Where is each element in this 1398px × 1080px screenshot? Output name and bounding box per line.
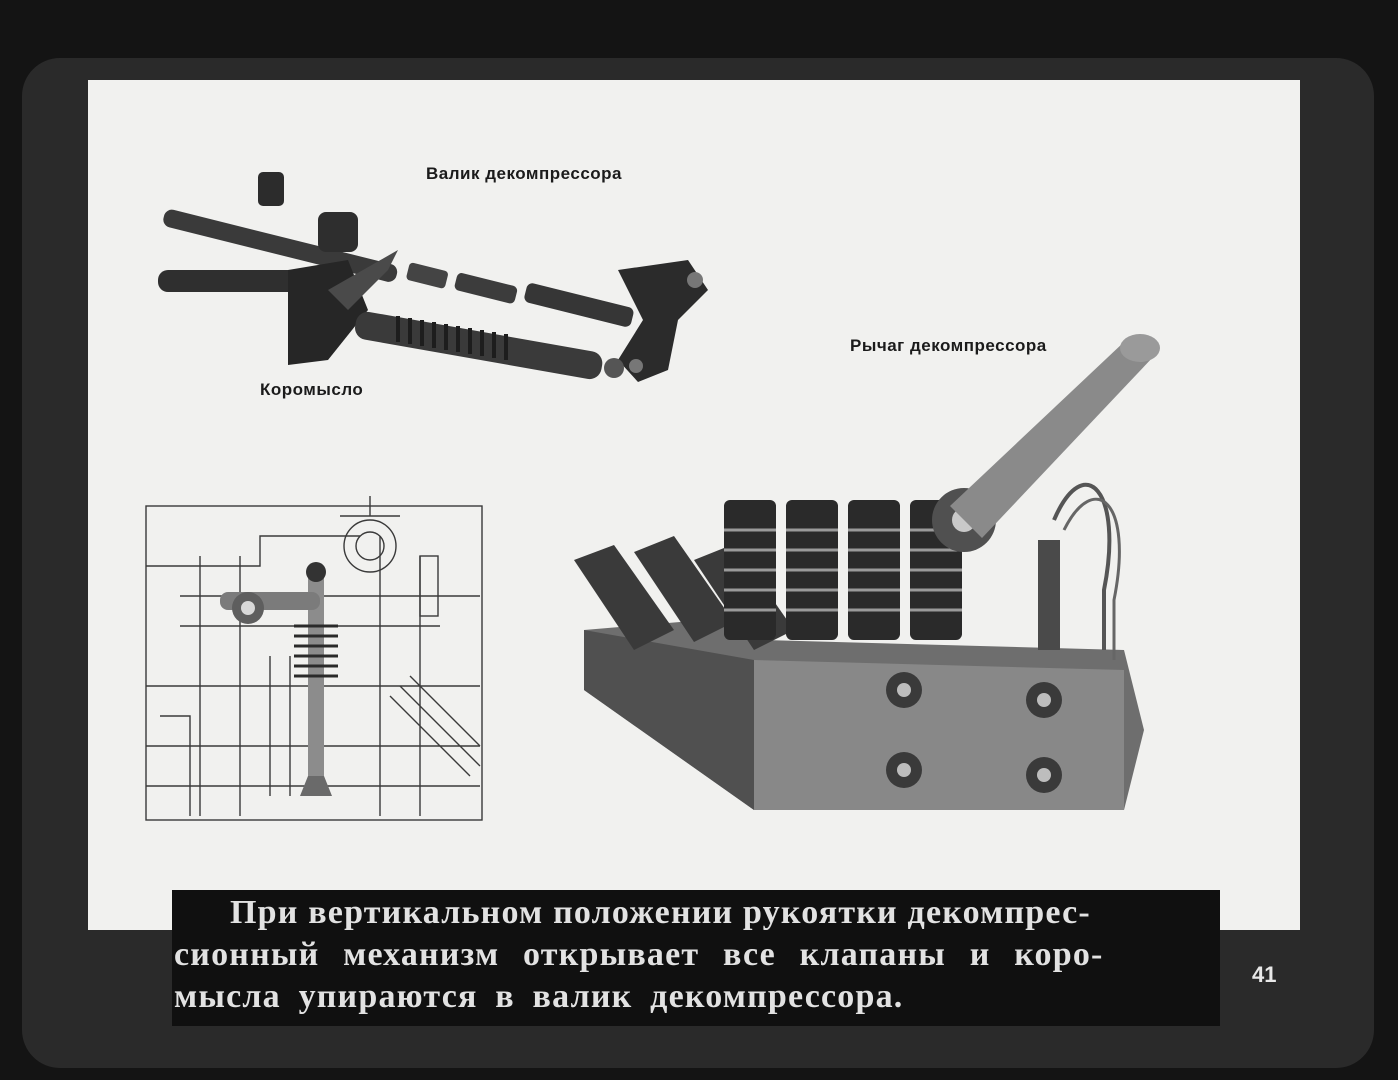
caption-line-1: При вертикальном положении рукоятки деко… bbox=[230, 894, 1091, 931]
section-drawing bbox=[140, 496, 490, 830]
caption-line-2: сионный механизм открывает все клапаны и… bbox=[174, 936, 1104, 973]
label-rocker-arm: Коромысло bbox=[260, 380, 364, 399]
decompressor-shaft-photo bbox=[158, 172, 708, 382]
slide-sheet: Валик декомпрессора Рычаг декомпрессора … bbox=[88, 80, 1300, 930]
label-decompressor-lever: Рычаг декомпрессора bbox=[850, 336, 1047, 355]
label-decompressor-shaft: Валик декомпрессора bbox=[426, 164, 622, 183]
page-number: 41 bbox=[1252, 962, 1277, 987]
cylinder-head-photo bbox=[574, 334, 1160, 810]
caption-box: При вертикальном положении рукоятки деко… bbox=[172, 890, 1220, 1026]
caption-line-3: мысла упираются в валик декомпрессора. bbox=[174, 978, 904, 1015]
